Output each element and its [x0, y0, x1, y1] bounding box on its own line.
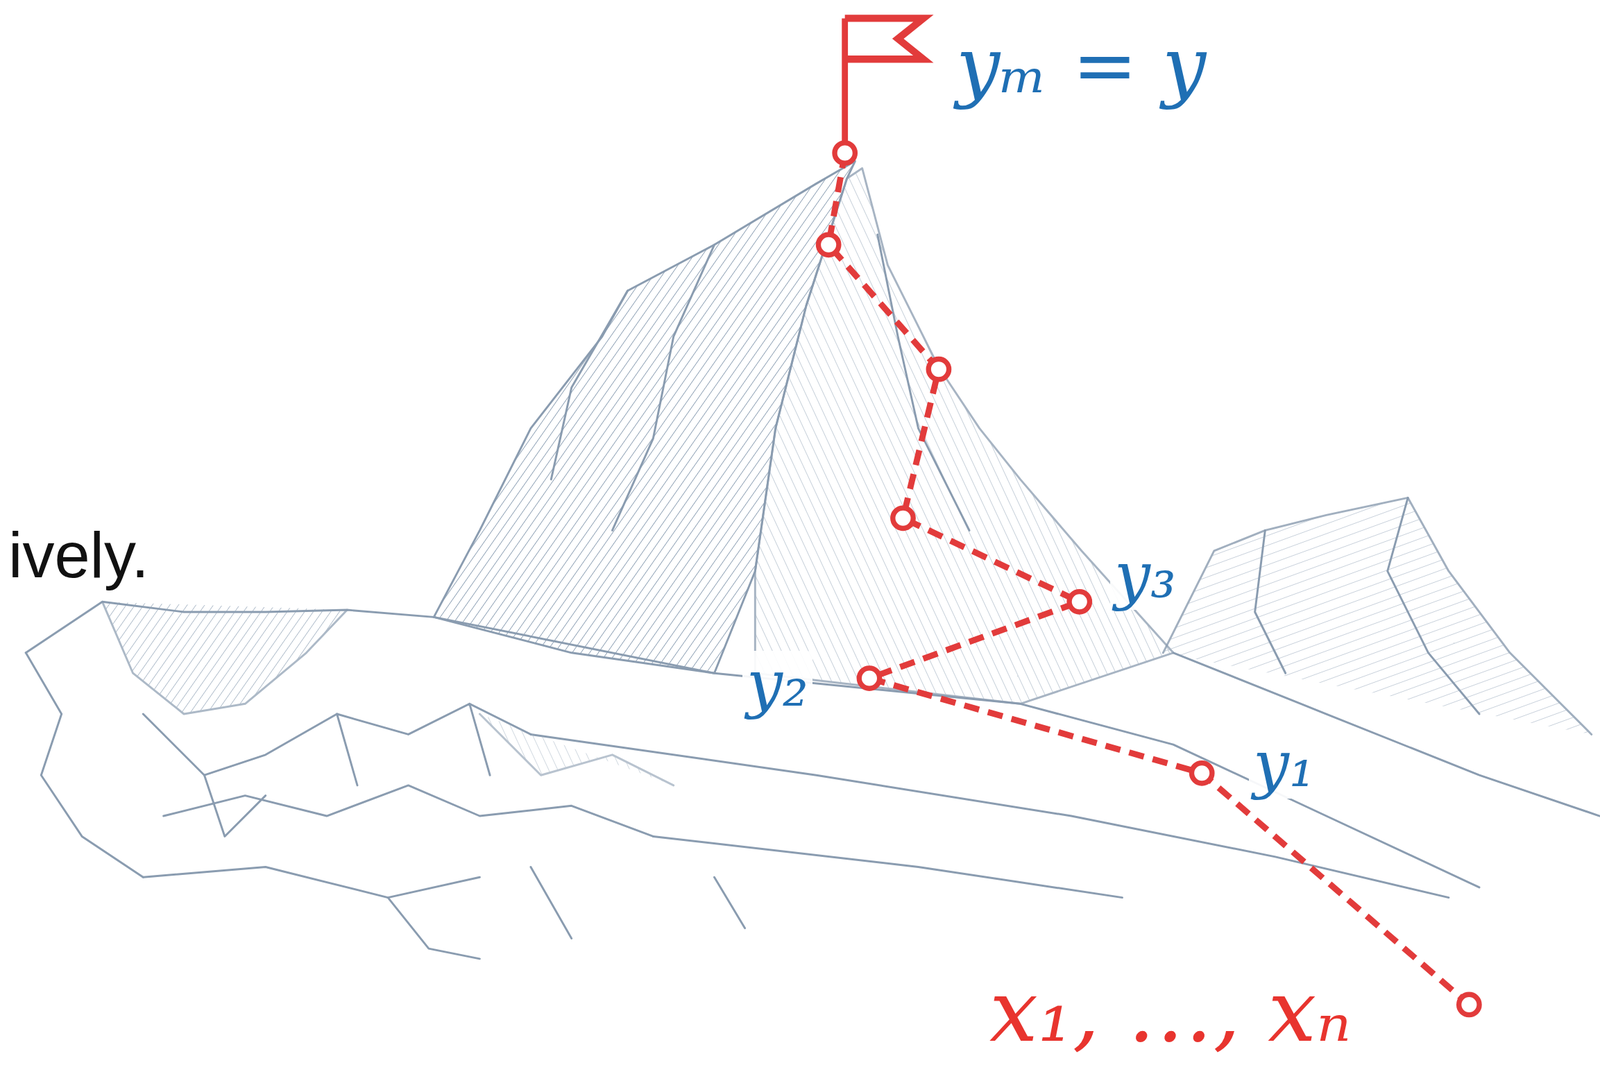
step-label: y₁	[1248, 731, 1319, 799]
sketch-stroke	[387, 867, 746, 959]
goal-label: yₘ = y	[951, 24, 1211, 107]
flag	[845, 18, 924, 59]
right-peaks	[1162, 497, 1591, 735]
left-range	[25, 652, 143, 878]
foothill-face	[479, 713, 674, 786]
long-ridge	[652, 836, 1122, 898]
input-label: x₁, …, xₙ	[985, 965, 1356, 1057]
foothill	[163, 785, 654, 837]
waypoint	[818, 234, 839, 255]
ridge-line	[612, 244, 715, 531]
ridge-line	[1387, 497, 1480, 714]
dashed-route	[828, 153, 1469, 1005]
waypoint	[1191, 763, 1212, 784]
foothill	[204, 703, 491, 837]
mountain-lines	[25, 160, 1600, 959]
ridge-line	[550, 290, 628, 480]
flag-pole	[841, 18, 848, 153]
long-ridge	[433, 616, 1480, 888]
waypoint	[892, 507, 914, 529]
waypoint	[1069, 591, 1090, 612]
waypoint	[858, 668, 880, 689]
foothill	[142, 867, 480, 898]
waypoint	[928, 358, 949, 379]
peak-right-face	[754, 168, 1174, 705]
waypoint	[834, 142, 855, 164]
ridge-line	[1255, 530, 1286, 674]
route	[818, 18, 1480, 1015]
step-label: y₃	[1110, 542, 1181, 610]
ridge-line	[877, 234, 970, 531]
long-ridge	[1173, 652, 1600, 816]
cut-text: ively.	[4, 521, 154, 590]
step-label: y₂	[742, 650, 813, 719]
left-range-face	[102, 601, 348, 714]
waypoint	[1459, 994, 1480, 1015]
